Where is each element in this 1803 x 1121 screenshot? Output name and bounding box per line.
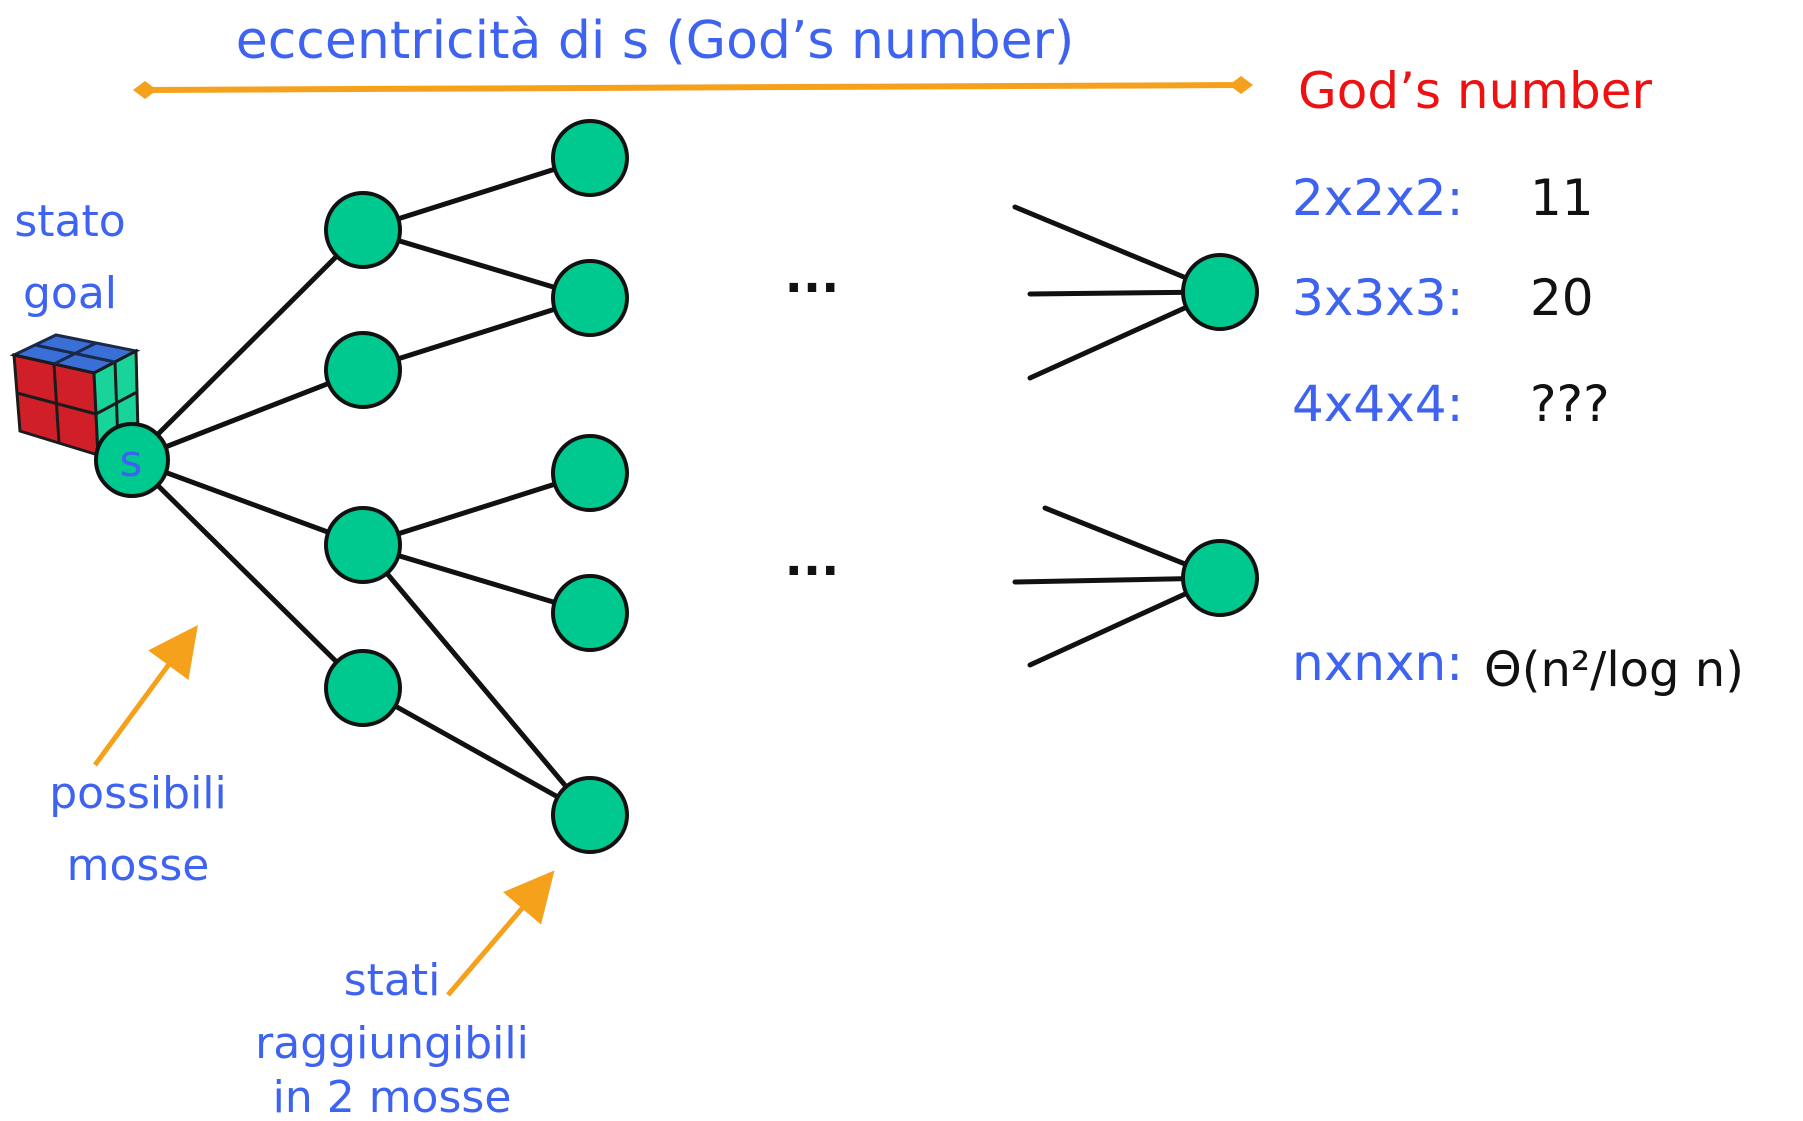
graph-node: [324, 649, 402, 727]
edge: [129, 227, 366, 463]
diagram-title: eccentricità di s (God’s number): [236, 11, 1075, 71]
gods-number-row-value: 20: [1530, 269, 1594, 327]
gods-number-row-value: 11: [1530, 169, 1594, 227]
edge: [129, 457, 366, 691]
graph-node: [1181, 253, 1259, 331]
arrowhead-left-icon: [133, 81, 157, 99]
gods-number-row-label: 3x3x3:: [1292, 269, 1463, 327]
goal-state-label-line-2: goal: [23, 268, 117, 319]
reachable-states-label-line-2: raggiungibili: [255, 1018, 529, 1069]
edge: [360, 155, 593, 233]
graph-node: [551, 574, 629, 652]
possible-moves-label-line-2: mosse: [67, 840, 210, 891]
graph-node: [551, 434, 629, 512]
edge: [360, 542, 593, 818]
graph-node: [324, 331, 402, 409]
gods-number-general-label: nxnxn:: [1292, 634, 1463, 692]
edge: [360, 470, 593, 548]
gods-number-row-label: 2x2x2:: [1292, 169, 1463, 227]
goal-state-label-line-1: stato: [14, 196, 125, 247]
edge: [360, 227, 593, 301]
eccentricity-arrow: [133, 76, 1253, 99]
graph-node: [551, 259, 629, 337]
reachable-states-label-line-3: in 2 mosse: [273, 1072, 512, 1121]
source-node: [94, 422, 170, 498]
edge: [360, 542, 593, 616]
gods-number-row-label: 4x4x4:: [1292, 375, 1463, 433]
graph-node: [551, 119, 629, 197]
edge: [360, 295, 593, 373]
edge: [129, 367, 366, 463]
edge: [129, 457, 366, 548]
reachable-states-label-line-1: stati: [344, 955, 441, 1006]
graph-node: [324, 506, 402, 584]
gods-number-row-value: ???: [1530, 375, 1610, 433]
ellipsis-lower: ...: [785, 531, 840, 587]
graph-nodes: [94, 119, 1259, 854]
arrowhead-right-icon: [1229, 76, 1253, 94]
graph-edges: [129, 155, 1223, 818]
graph-node: [551, 776, 629, 854]
graph-node: [1181, 539, 1259, 617]
ellipsis-upper: ...: [785, 248, 840, 304]
source-node-label: s: [120, 436, 143, 487]
reachable-states-arrow: [446, 870, 555, 997]
possible-moves-label-line-1: possibili: [49, 768, 227, 819]
graph-node: [324, 191, 402, 269]
possible-moves-arrow: [92, 624, 198, 767]
gods-number-heading: God’s number: [1298, 62, 1652, 120]
gods-number-general-value: Θ(n²/log n): [1484, 642, 1744, 698]
edge: [360, 685, 593, 818]
